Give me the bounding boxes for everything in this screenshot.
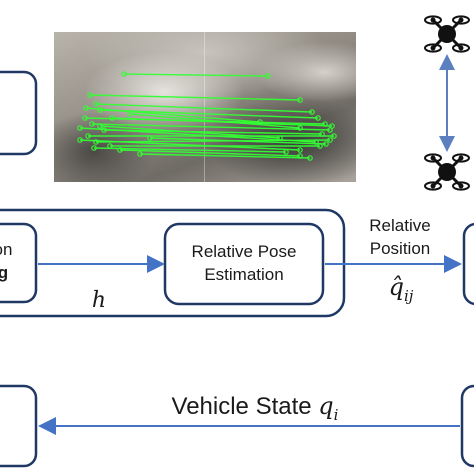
drone-rotor <box>424 15 442 25</box>
relative-pose-estimation-label: Relative Pose Estimation <box>165 240 323 286</box>
feature-match-line <box>89 94 301 101</box>
feature-match-line <box>123 73 269 77</box>
feature-point <box>87 92 93 98</box>
feature-point <box>265 73 271 79</box>
feature-point <box>89 121 95 127</box>
drone-rotor <box>424 181 442 191</box>
feature-point <box>331 133 337 139</box>
feature-match-line <box>85 107 261 123</box>
drone-rotor-hub <box>430 183 436 189</box>
drone-rotor <box>452 15 470 25</box>
feature-point <box>313 139 319 145</box>
drone-body <box>438 163 456 181</box>
feature-match-line <box>111 117 333 127</box>
drone-rotor-hub <box>430 17 436 23</box>
feature-point <box>307 155 313 161</box>
feature-point <box>83 105 89 111</box>
feature-point <box>257 119 263 125</box>
vehicle-state-subscript: i <box>333 405 339 424</box>
feature-point <box>297 97 303 103</box>
q-hat-subscript: ij <box>403 286 414 305</box>
h-label: h <box>91 288 107 313</box>
feature-matching-image <box>54 32 356 182</box>
feature-point <box>297 125 303 131</box>
feature-point <box>97 123 103 129</box>
feature-point <box>85 133 91 139</box>
feature-match-line <box>95 103 313 113</box>
feature-match-line <box>79 127 317 143</box>
feature-match-line <box>99 109 319 119</box>
feature-point <box>323 141 329 147</box>
relative-position-label: Relative Position <box>350 214 450 260</box>
quadcopter-icon <box>424 15 470 53</box>
feature-point <box>283 149 289 155</box>
drone-rotor-hub <box>458 183 464 189</box>
left-middle-box-line2: g <box>0 263 9 282</box>
feature-match-line <box>119 149 301 157</box>
feature-point <box>93 101 99 107</box>
feature-point <box>147 135 153 141</box>
feature-point <box>109 115 115 121</box>
left-top-box <box>0 70 38 156</box>
q-hat-ij-label: q̂ij <box>366 272 436 311</box>
feature-point <box>77 137 83 143</box>
feature-point <box>297 147 303 153</box>
left-middle-box-line1: on <box>0 240 13 259</box>
q-hat-symbol: q̂ <box>388 273 404 301</box>
feature-point <box>93 139 99 145</box>
drone-rotor-hub <box>458 45 464 51</box>
left-middle-box-label: on g <box>0 238 36 284</box>
feature-match-line <box>129 113 301 129</box>
feature-match-line <box>149 137 327 145</box>
pose-label-line1: Relative Pose <box>191 242 297 261</box>
feature-point <box>309 109 315 115</box>
image-seam <box>204 32 205 182</box>
drone-body <box>438 25 456 43</box>
vehicle-state-q: q <box>318 392 334 420</box>
vehicle-state-text: Vehicle State <box>171 393 312 420</box>
drone-rotor-hub <box>458 17 464 23</box>
drone-rotor <box>424 43 442 53</box>
feature-point <box>315 115 321 121</box>
feature-point <box>91 145 97 151</box>
drone-rotor-hub <box>430 155 436 161</box>
feature-point <box>117 147 123 153</box>
feature-match-line <box>79 139 301 151</box>
feature-point <box>137 151 143 157</box>
feature-match-line <box>103 129 323 135</box>
feature-point <box>77 125 83 131</box>
drone-rotor <box>452 153 470 163</box>
vehicle-state-label: Vehicle State qi <box>140 390 370 431</box>
relative-pose-estimation-box <box>163 222 325 306</box>
feature-point <box>327 137 333 143</box>
relative-position-line1: Relative <box>369 216 431 235</box>
feature-match-line <box>139 153 311 159</box>
drone-rotor-hub <box>430 45 436 51</box>
feature-match-line <box>99 125 281 139</box>
drone-rotor <box>452 181 470 191</box>
drone-rotor-hub <box>458 155 464 161</box>
feature-match-line <box>91 123 331 131</box>
quadcopter-icon <box>424 153 470 191</box>
feature-point <box>121 71 127 77</box>
relative-position-line2: Position <box>369 239 431 258</box>
left-middle-box <box>0 222 38 304</box>
pose-label-line2: Estimation <box>204 265 284 284</box>
feature-match-line <box>93 147 287 153</box>
drone-rotor <box>452 43 470 53</box>
feature-match-lines <box>77 71 337 161</box>
drone-rotor <box>424 153 442 163</box>
left-bottom-box <box>0 384 38 468</box>
feature-point <box>329 123 335 129</box>
right-bottom-box <box>460 384 474 468</box>
right-middle-box <box>462 222 474 306</box>
feature-point <box>82 115 88 121</box>
